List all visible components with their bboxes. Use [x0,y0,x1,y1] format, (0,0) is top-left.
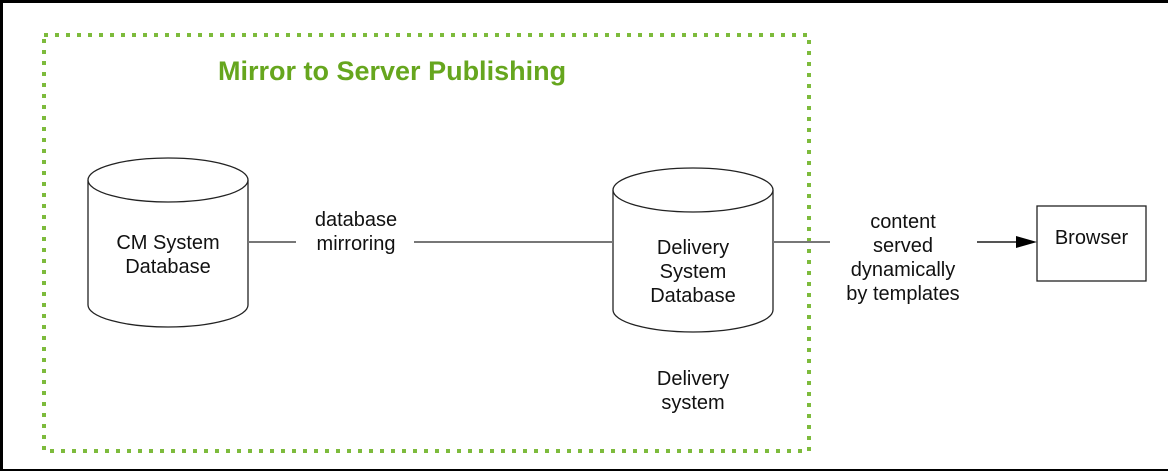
served-edge-label: content served dynamically by templates [846,211,960,305]
browser-label: Browser [1054,227,1129,249]
delivery-database-label: Delivery System Database [650,237,736,307]
cm-database-cylinder [87,157,249,328]
arrowhead-icon [1016,236,1037,248]
browser-box [1036,205,1147,282]
delivery-database-cylinder [612,167,774,333]
delivery-system-caption: Delivery system [656,368,730,414]
publishing-boundary [42,33,811,453]
mirroring-edge-label: database mirroring [314,209,398,255]
cm-database-label: CM System Database [116,232,220,278]
diagram-title: Mirror to Server Publishing [218,56,567,86]
